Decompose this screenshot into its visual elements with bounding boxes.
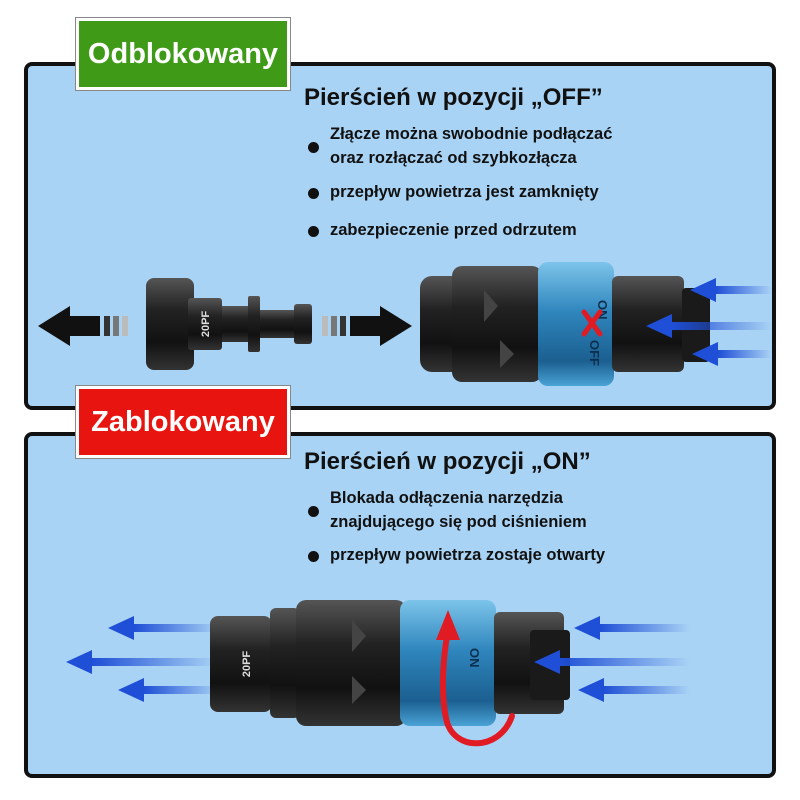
rotation-arrow-icon bbox=[436, 610, 515, 747]
unlocked-heading: Pierścień w pozycji „OFF” bbox=[304, 84, 603, 111]
locked-badge: Zablokowany bbox=[76, 386, 290, 458]
unlocked-bullet: Złącze można swobodnie podłączać oraz ro… bbox=[308, 122, 613, 170]
unlocked-bullet: zabezpieczenie przed odrzutem bbox=[308, 218, 577, 242]
airflow-arrow-icon bbox=[66, 616, 220, 702]
arrow-left-icon bbox=[38, 306, 128, 346]
airflow-arrow-icon bbox=[534, 616, 690, 702]
ring-label-on-locked: ON bbox=[467, 648, 482, 668]
unlocked-bullet-text: Złącze można swobodnie podłączać bbox=[330, 125, 613, 143]
unlocked-bullet: przepływ powietrza jest zamknięty bbox=[308, 180, 599, 204]
locked-bullet: Blokada odłączenia narzędzia znajdująceg… bbox=[308, 486, 587, 534]
locked-heading: Pierścień w pozycji „ON” bbox=[304, 448, 591, 475]
coupler-locked bbox=[210, 600, 570, 726]
coupler-unlocked bbox=[420, 262, 710, 386]
locked-bullet-text: przepływ powietrza zostaje otwarty bbox=[330, 546, 606, 564]
unlocked-badge: Odblokowany bbox=[76, 18, 290, 90]
unlocked-bullet-text: przepływ powietrza jest zamknięty bbox=[330, 183, 599, 201]
locked-bullet-text: znajdującego się pod ciśnieniem bbox=[330, 513, 587, 531]
plug-20pf-unlocked bbox=[146, 278, 312, 370]
plug-marking-bottom: 20PF bbox=[241, 651, 253, 678]
ring-label-off: OFF bbox=[587, 340, 602, 366]
airflow-arrow-icon bbox=[646, 278, 772, 366]
blocked-x-icon bbox=[581, 309, 603, 337]
unlocked-bullet-text: zabezpieczenie przed odrzutem bbox=[330, 221, 577, 239]
locked-bullet-text: Blokada odłączenia narzędzia bbox=[330, 489, 563, 507]
unlocked-bullet-text: oraz rozłączać od szybkozłącza bbox=[330, 149, 577, 167]
arrow-right-icon bbox=[322, 306, 412, 346]
plug-marking-top: 20PF bbox=[200, 311, 212, 338]
locked-bullet: przepływ powietrza zostaje otwarty bbox=[308, 543, 606, 567]
